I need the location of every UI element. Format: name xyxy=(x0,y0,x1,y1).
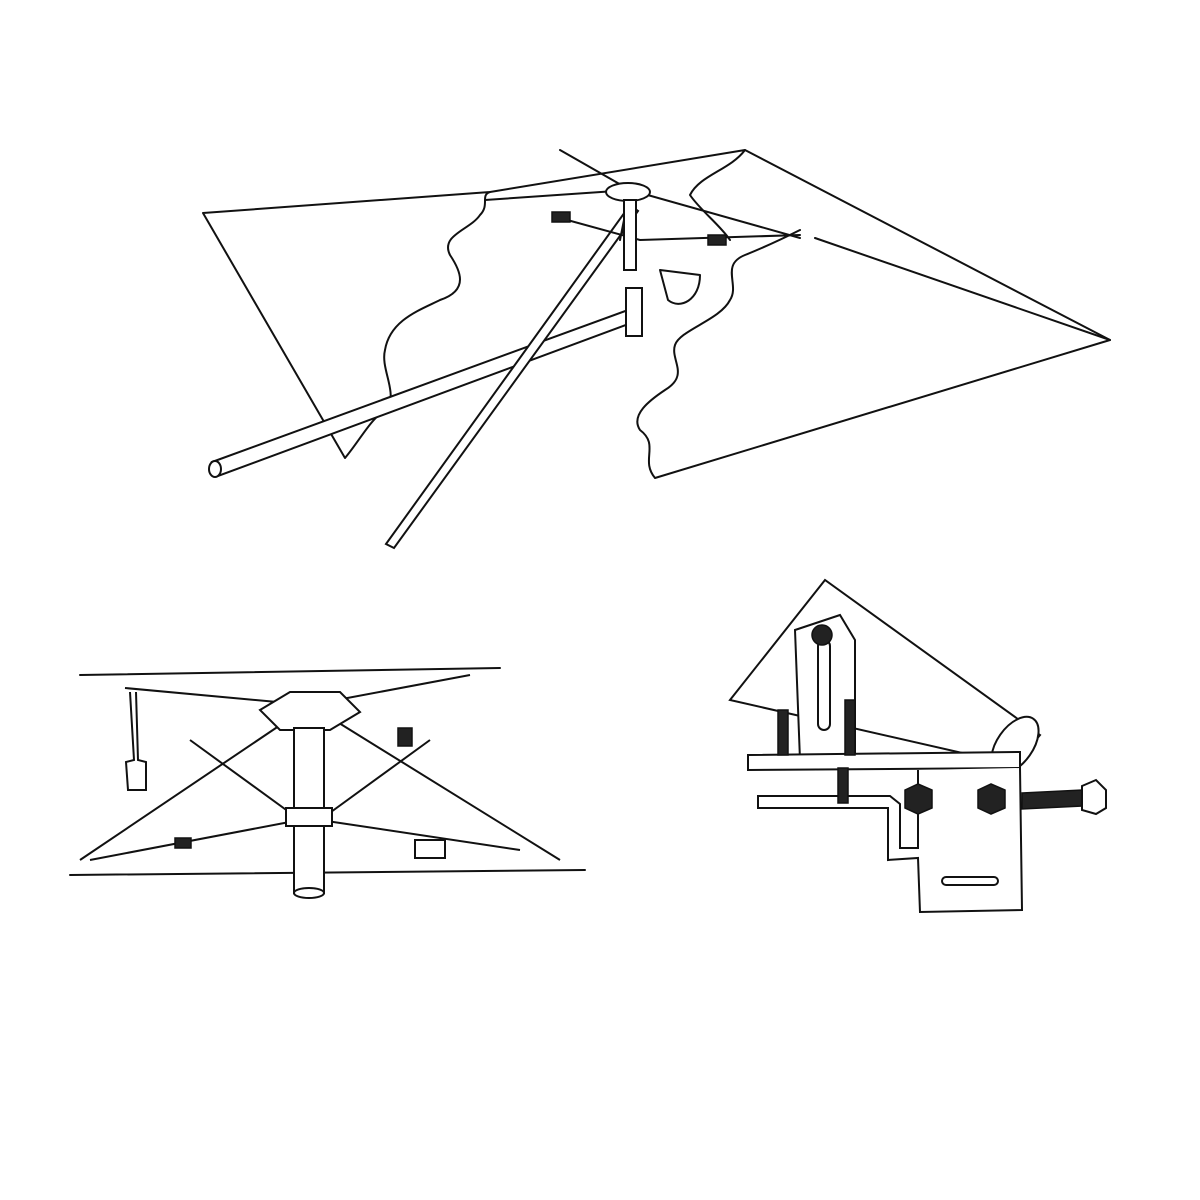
bolt-head xyxy=(1081,778,1107,816)
canopy-top-edge xyxy=(489,149,1111,341)
slot xyxy=(817,639,831,731)
clip-part xyxy=(659,269,701,305)
threaded-bolt xyxy=(1021,789,1083,810)
hanging-fitting xyxy=(124,691,147,791)
bolt xyxy=(837,767,849,804)
hex-nut xyxy=(977,783,1006,815)
top-plate xyxy=(747,750,1021,772)
diagonal-pole xyxy=(384,203,640,550)
hub-plate xyxy=(258,691,362,731)
canopy-right-panel xyxy=(636,149,1111,479)
mast-socket xyxy=(625,287,643,337)
spreader-hub-assembly xyxy=(69,667,586,899)
canopy-assembly xyxy=(202,149,1111,550)
outer-wires xyxy=(69,667,586,876)
mast-bottom xyxy=(293,887,325,899)
connector xyxy=(551,211,571,223)
slot xyxy=(941,876,999,886)
rod-end xyxy=(208,460,222,478)
pivot-bolt xyxy=(811,624,833,646)
lower-collar xyxy=(285,807,333,827)
center-post xyxy=(623,199,637,271)
connector xyxy=(414,839,446,859)
bolt xyxy=(844,699,856,756)
mounting-bracket xyxy=(728,578,1107,914)
spreader-arms xyxy=(79,674,561,861)
spreader-arms xyxy=(484,149,801,241)
connector xyxy=(707,234,727,246)
angled-tube xyxy=(728,578,1042,767)
bolt xyxy=(777,709,789,756)
connector xyxy=(174,837,192,849)
horizontal-rod xyxy=(210,308,636,478)
connector xyxy=(397,727,413,747)
hub xyxy=(605,182,651,202)
hex-nut xyxy=(904,783,933,815)
